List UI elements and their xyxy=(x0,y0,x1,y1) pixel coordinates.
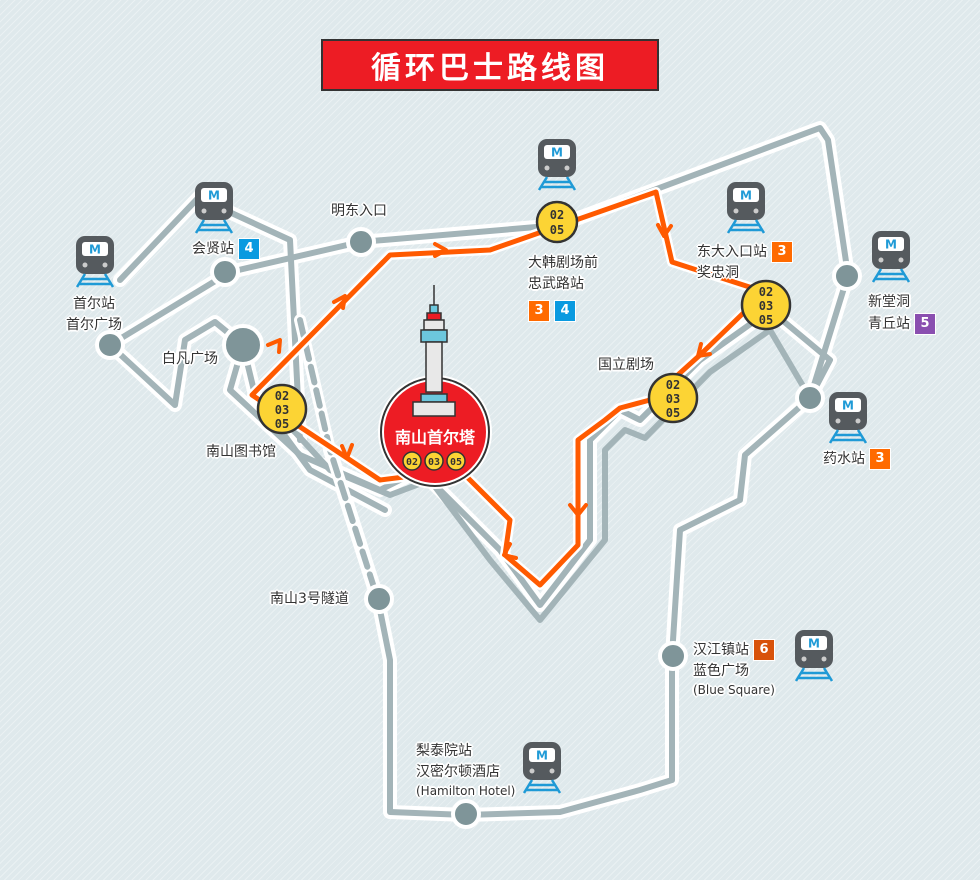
node-yaksu[interactable] xyxy=(795,383,825,413)
metro-icon-hangang xyxy=(793,628,835,683)
svg-text:03: 03 xyxy=(666,392,680,406)
label-myeongdong: 明东入口 xyxy=(331,203,387,219)
node-myeongdong[interactable] xyxy=(346,227,376,257)
label-seoul-station: 首尔站 首尔广场 xyxy=(66,296,122,333)
svg-text:05: 05 xyxy=(666,406,680,420)
line-badge-3: 3 xyxy=(771,241,793,263)
station-nodes xyxy=(95,227,862,829)
svg-text:03: 03 xyxy=(428,457,440,468)
svg-text:02: 02 xyxy=(275,389,289,403)
node-hoehyeon[interactable] xyxy=(210,257,240,287)
node-hangang[interactable] xyxy=(658,641,688,671)
metro-icon-yaksu xyxy=(827,390,869,445)
metro-icon-dongdae xyxy=(725,180,767,235)
metro-icon-itaewon xyxy=(521,740,563,795)
metro-icon-chungmuro xyxy=(536,137,578,192)
svg-text:05: 05 xyxy=(450,457,462,468)
metro-icon-sindang xyxy=(870,229,912,284)
bus-stops: 02 03 05 02 05 02 03 05 02 03 05 xyxy=(256,200,792,435)
node-baekbeom[interactable] xyxy=(222,324,264,366)
map-title: 循环巴士路线图 xyxy=(321,39,659,91)
svg-text:02: 02 xyxy=(666,378,680,392)
bus-stop-jangchung[interactable]: 02 03 05 xyxy=(740,279,792,331)
bus-stop-national-theater[interactable]: 02 03 05 xyxy=(647,372,699,424)
svg-text:02: 02 xyxy=(406,457,418,468)
metro-icon-hoehyeon xyxy=(193,180,235,235)
svg-text:03: 03 xyxy=(759,299,773,313)
svg-text:05: 05 xyxy=(759,313,773,327)
svg-text:02: 02 xyxy=(759,285,773,299)
label-national-theater: 国立剧场 xyxy=(598,357,654,373)
tower-icon xyxy=(412,285,456,417)
label-tunnel: 南山3号隧道 xyxy=(270,591,349,607)
tower-route-badges: 02 03 05 xyxy=(402,451,466,471)
line-badge-4: 4 xyxy=(238,238,260,260)
svg-text:03: 03 xyxy=(275,403,289,417)
namsan-tower-landmark[interactable]: 02 03 05 xyxy=(378,285,492,489)
label-itaewon: 梨泰院站 汉密尔顿酒店 (Hamilton Hotel) xyxy=(416,743,516,798)
bus-stop-daehan-theater[interactable]: 02 05 xyxy=(535,200,579,244)
node-itaewon[interactable] xyxy=(451,799,481,829)
svg-text:02: 02 xyxy=(550,208,564,222)
line-badge-5: 5 xyxy=(914,313,936,335)
line-badge-4: 4 xyxy=(554,300,576,322)
label-baekbeom: 白凡广场 xyxy=(162,351,218,367)
metro-icon-seoul-station xyxy=(74,234,116,289)
svg-text:05: 05 xyxy=(275,417,289,431)
line-badge-6: 6 xyxy=(753,639,775,661)
line-badge-3: 3 xyxy=(528,300,550,322)
bus-stop-namsan-library[interactable]: 02 03 05 xyxy=(256,383,308,435)
svg-text:05: 05 xyxy=(550,223,564,237)
node-tunnel[interactable] xyxy=(364,584,394,614)
node-sindang[interactable] xyxy=(832,261,862,291)
label-namsan-library: 南山图书馆 xyxy=(206,444,276,460)
landmark-name: 南山首尔塔 xyxy=(394,428,475,447)
line-badge-3: 3 xyxy=(869,448,891,470)
node-seoul-station[interactable] xyxy=(95,330,125,360)
